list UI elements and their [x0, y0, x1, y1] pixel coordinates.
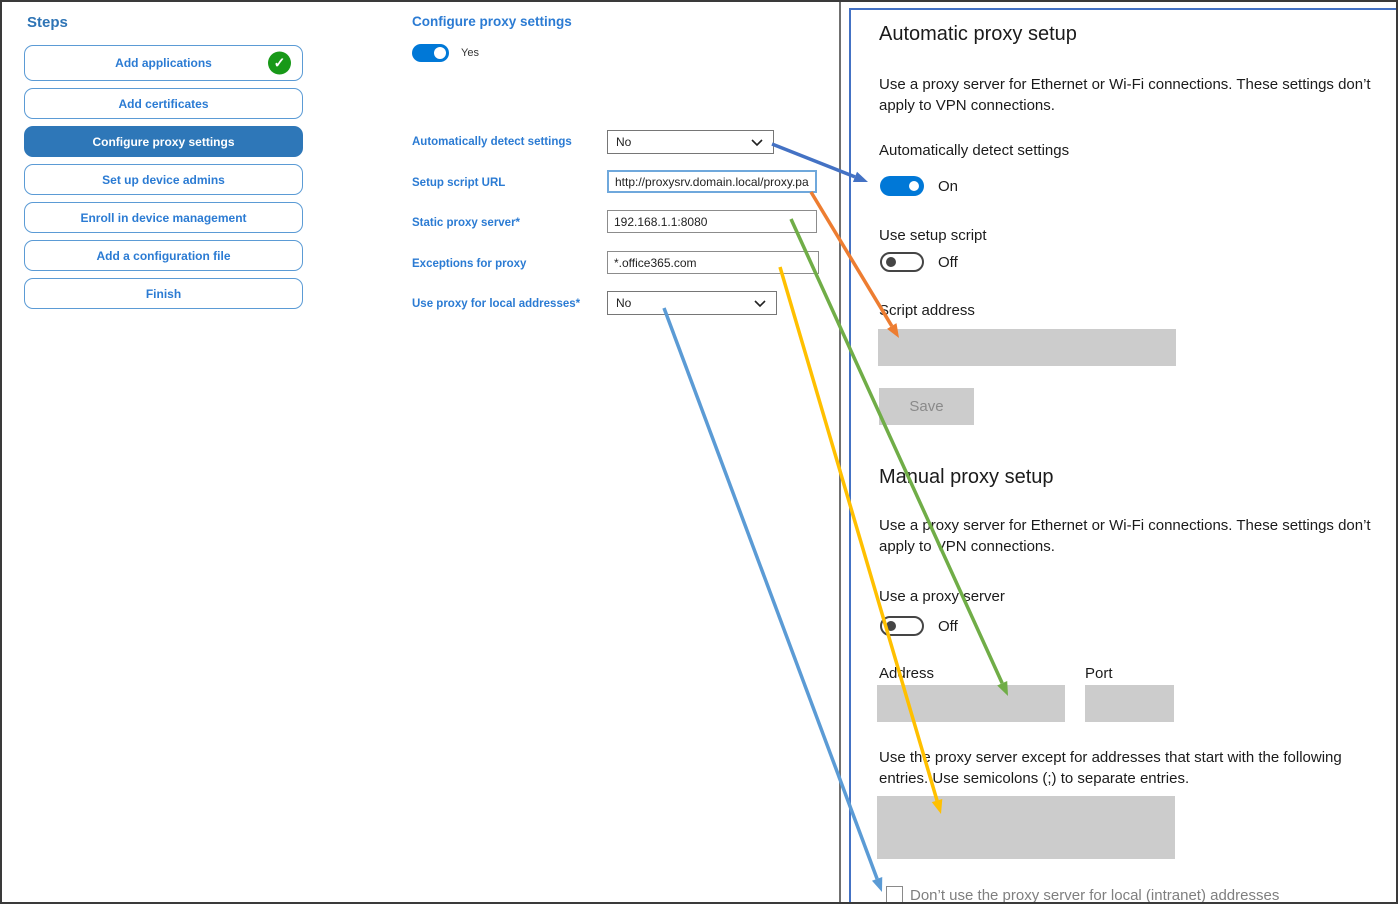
step-add-configuration-file[interactable]: Add a configuration file [24, 240, 303, 271]
use-setup-script-toggle[interactable] [880, 252, 924, 272]
step-configure-proxy-settings[interactable]: Configure proxy settings [24, 126, 303, 157]
step-add-applications[interactable]: Add applications ✓ [24, 45, 303, 81]
port-label: Port [1085, 665, 1113, 682]
static-proxy-server-input[interactable] [607, 210, 817, 233]
steps-title: Steps [27, 14, 68, 31]
toggle-knob [886, 621, 896, 631]
local-addresses-checkbox-label: Don’t use the proxy server for local (in… [910, 887, 1280, 904]
script-address-input[interactable] [878, 329, 1176, 366]
proxy-exceptions-hint: Use the proxy server except for addresse… [879, 749, 1342, 787]
step-label: Configure proxy settings [92, 134, 235, 149]
script-address-label: Script address [879, 302, 975, 319]
step-label: Finish [145, 286, 182, 301]
form-title: Configure proxy settings [412, 14, 572, 29]
step-label: Add certificates [118, 96, 209, 111]
use-setup-script-label: Use setup script [879, 227, 987, 244]
setup-script-url-input[interactable] [607, 170, 817, 193]
detect-settings-toggle[interactable] [880, 176, 924, 196]
step-label: Add applications [115, 56, 212, 70]
address-label: Address [879, 665, 935, 682]
step-enroll-device-management[interactable]: Enroll in device management [24, 202, 303, 233]
automatic-proxy-setup-title: Automatic proxy setup [879, 23, 1077, 45]
toggle-knob [886, 257, 896, 267]
step-label: Enroll in device management [80, 210, 247, 225]
detect-settings-toggle-state: On [938, 178, 959, 195]
address-input[interactable] [877, 685, 1065, 722]
step-finish[interactable]: Finish [24, 278, 303, 309]
static-proxy-server-label: Static proxy server* [412, 217, 521, 229]
configure-proxy-toggle[interactable] [412, 44, 449, 62]
setup-script-url-label: Setup script URL [412, 177, 506, 189]
auto-detect-select[interactable]: No [607, 130, 774, 154]
step-set-up-device-admins[interactable]: Set up device admins [24, 164, 303, 195]
step-add-certificates[interactable]: Add certificates [24, 88, 303, 119]
pane-divider [839, 2, 841, 902]
check-circle-icon: ✓ [268, 51, 291, 75]
local-addresses-checkbox[interactable] [886, 886, 903, 902]
port-input[interactable] [1085, 685, 1174, 722]
step-label: Set up device admins [102, 172, 225, 187]
configure-proxy-toggle-state: Yes [461, 47, 479, 59]
toggle-knob [434, 47, 446, 59]
detect-settings-label: Automatically detect settings [879, 142, 1070, 159]
manual-proxy-setup-title: Manual proxy setup [879, 466, 1054, 488]
proxy-exceptions-label: Exceptions for proxy [412, 258, 527, 270]
arrow-local-addresses [662, 307, 879, 880]
use-setup-script-toggle-state: Off [938, 254, 958, 271]
auto-detect-select-value: No [616, 135, 632, 149]
step-label: Add a configuration file [96, 248, 231, 263]
proxy-exceptions-textarea[interactable] [877, 796, 1175, 859]
toggle-knob [909, 181, 919, 191]
chevron-down-icon [751, 139, 763, 147]
save-button[interactable]: Save [879, 388, 974, 425]
manual-proxy-description: Use a proxy server for Ethernet or Wi-Fi… [879, 517, 1371, 555]
chevron-down-icon [754, 300, 766, 308]
use-proxy-server-toggle-state: Off [938, 618, 958, 635]
automatic-proxy-description: Use a proxy server for Ethernet or Wi-Fi… [879, 76, 1371, 114]
proxy-local-addresses-label: Use proxy for local addresses* [412, 298, 581, 310]
use-proxy-server-toggle[interactable] [880, 616, 924, 636]
auto-detect-label: Automatically detect settings [412, 136, 572, 148]
use-proxy-server-label: Use a proxy server [879, 588, 1005, 605]
proxy-exceptions-input[interactable] [607, 251, 819, 274]
proxy-local-addresses-select[interactable]: No [607, 291, 777, 315]
proxy-local-addresses-select-value: No [616, 296, 632, 310]
